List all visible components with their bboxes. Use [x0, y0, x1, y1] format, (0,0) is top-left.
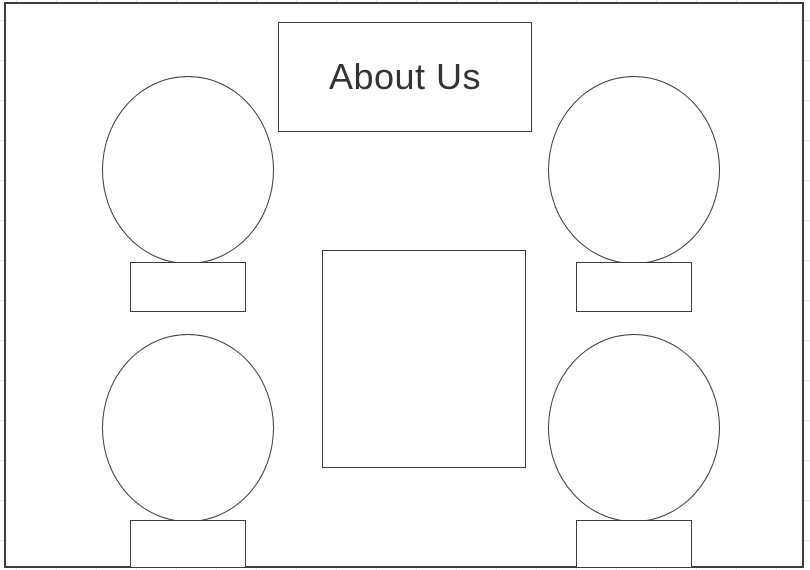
page-title: About Us — [328, 56, 482, 97]
member-caption-top-right — [576, 262, 692, 312]
member-portrait-top-left — [102, 76, 274, 264]
member-portrait-bottom-right — [548, 334, 720, 522]
member-caption-top-left — [130, 262, 246, 312]
member-portrait-top-right — [548, 76, 720, 264]
member-caption-bottom-left — [130, 520, 246, 568]
member-portrait-bottom-left — [102, 334, 274, 522]
center-content-box — [322, 250, 526, 468]
title-box: About Us — [278, 22, 532, 132]
member-caption-bottom-right — [576, 520, 692, 568]
